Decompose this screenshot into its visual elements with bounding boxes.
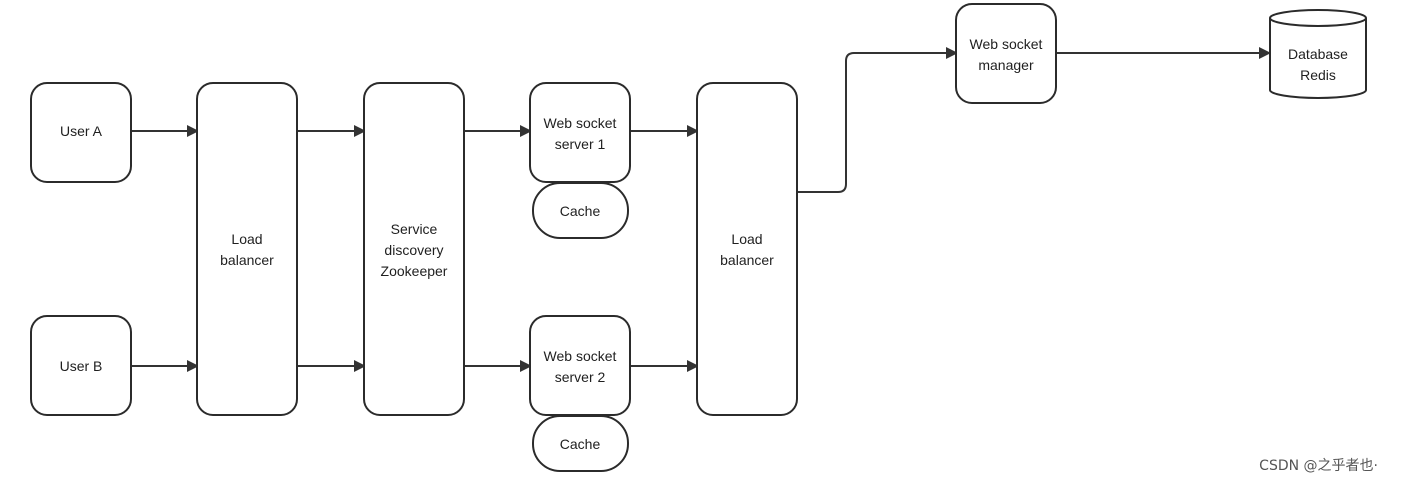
ws-server-2-label-line-1: Web socket (544, 348, 617, 364)
load-balancer-2-label-line-2: balancer (720, 252, 774, 268)
ws-manager-label-line-1: Web socket (970, 36, 1043, 52)
cache-2-box: Cache (532, 415, 629, 472)
load-balancer-1-label-line-2: balancer (220, 252, 274, 268)
service-discovery-box: Service discovery Zookeeper (363, 82, 465, 416)
user-b-label: User B (60, 358, 103, 374)
service-discovery-label-line-3: Zookeeper (381, 263, 448, 279)
cache-2-label: Cache (560, 436, 601, 452)
cache-1-box: Cache (532, 182, 629, 239)
load-balancer-1-label-line-1: Load (231, 231, 262, 247)
database-label-line-2: Redis (1300, 67, 1336, 83)
edges (131, 47, 1271, 372)
service-discovery-label-line-2: discovery (384, 242, 443, 258)
database-label-line-1: Database (1288, 46, 1348, 62)
ws-manager-label-line-2: manager (978, 57, 1034, 73)
database-cylinder: Database Redis (1269, 9, 1367, 99)
ws-manager-box: Web socket manager (955, 3, 1057, 104)
ws-server-1-label-line-1: Web socket (544, 115, 617, 131)
ws-server-1-box: Web socket server 1 (529, 82, 631, 183)
service-discovery-label-line-1: Service (391, 221, 438, 237)
load-balancer-1-box: Load balancer (196, 82, 298, 416)
user-a-box: User A (30, 82, 132, 183)
user-a-label: User A (60, 123, 103, 139)
load-balancer-2-label-line-1: Load (731, 231, 762, 247)
user-b-box: User B (30, 315, 132, 416)
database-cylinder-top (1269, 9, 1367, 27)
cache-1-label: Cache (560, 203, 601, 219)
ws-server-2-box: Web socket server 2 (529, 315, 631, 416)
watermark: CSDN @之乎者也· (1255, 454, 1382, 476)
ws-server-1-label-line-2: server 1 (555, 136, 606, 152)
load-balancer-2-box: Load balancer (696, 82, 798, 416)
database-cylinder-body (1269, 18, 1367, 99)
edge-lb2-to-manager (797, 47, 958, 193)
ws-server-2-label-line-2: server 2 (555, 369, 606, 385)
